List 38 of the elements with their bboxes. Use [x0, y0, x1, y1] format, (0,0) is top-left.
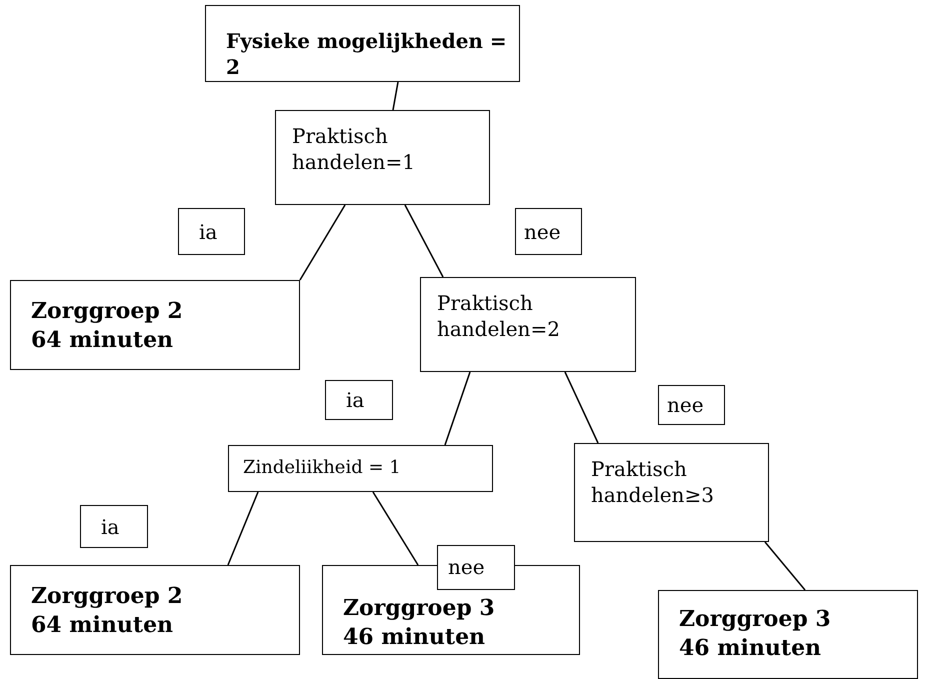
connector-line — [372, 492, 419, 566]
connector-line — [564, 372, 599, 444]
question-box — [275, 110, 490, 205]
connector-line — [404, 204, 444, 278]
question-box — [420, 277, 636, 372]
answer-box — [437, 545, 515, 590]
node-label: Praktisch handelen=1 — [292, 123, 416, 175]
answer-box — [178, 208, 245, 255]
result-box — [322, 565, 580, 655]
node-label: ia — [199, 219, 218, 245]
question-box — [574, 443, 769, 542]
node-label: Fysieke mogelijkheden = 2 — [226, 28, 508, 80]
result-box — [10, 565, 300, 655]
answer-box — [658, 385, 725, 425]
question-box — [228, 445, 493, 492]
connector-line — [392, 82, 399, 110]
node-label: ia — [346, 387, 366, 413]
node-label: Praktisch handelen≥3 — [591, 456, 715, 508]
connector-line — [764, 542, 806, 590]
connector-line — [444, 372, 471, 446]
heading-box — [205, 5, 520, 82]
answer-box — [80, 505, 148, 548]
result-box — [658, 590, 918, 679]
node-label: nee — [667, 392, 705, 418]
answer-box — [515, 208, 582, 255]
node-label: nee — [448, 554, 486, 580]
result-box — [10, 280, 300, 370]
answer-box — [325, 380, 393, 420]
node-label: Zorggroep 3 46 minuten — [679, 605, 832, 662]
node-label: nee — [524, 219, 562, 245]
node-label: ia — [101, 514, 120, 540]
connector-line — [227, 492, 259, 566]
node-label: Praktisch handelen=2 — [437, 290, 561, 342]
node-label: Zorggroep 2 64 minuten — [31, 297, 184, 354]
connector-line — [299, 204, 346, 280]
node-label: Zindeliikheid = 1 — [243, 456, 402, 480]
node-label: Zorggroep 3 46 minuten — [343, 594, 496, 652]
node-label: Zorggroep 2 64 minuten — [31, 582, 184, 640]
